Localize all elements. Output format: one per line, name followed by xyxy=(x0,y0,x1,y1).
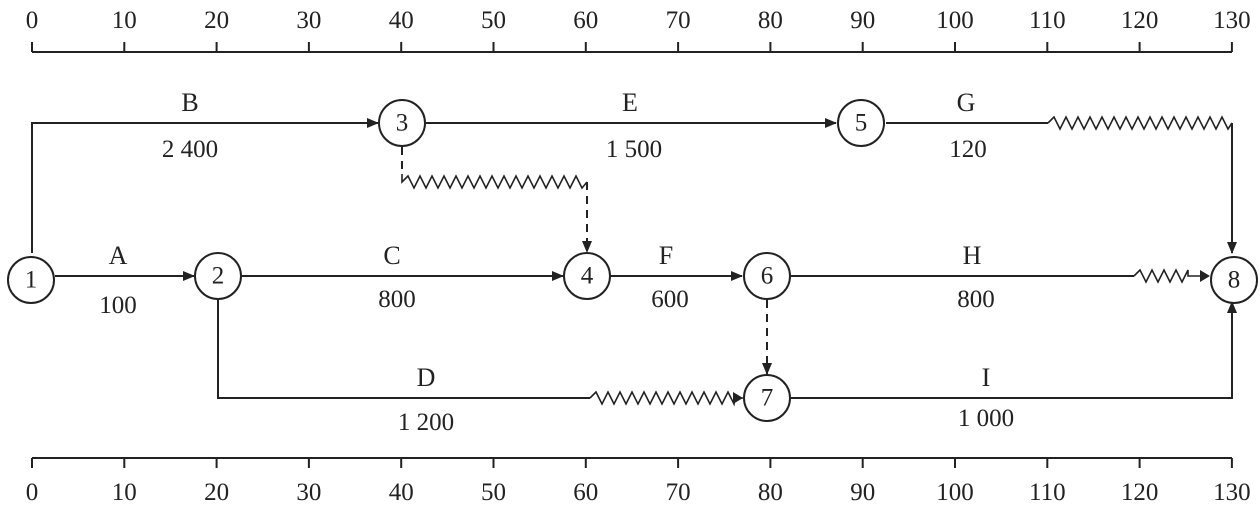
top-axis-tick-label: 20 xyxy=(204,7,229,34)
activity-arrowhead-h xyxy=(1200,270,1210,282)
dummy-3-4-float xyxy=(401,174,588,190)
node-2: 2 xyxy=(194,252,242,300)
activity-value-g: 120 xyxy=(949,136,987,163)
activity-name-b: B xyxy=(181,88,198,117)
activity-value-d: 1 200 xyxy=(398,409,454,436)
node-label-5: 5 xyxy=(855,110,868,137)
node-label-8: 8 xyxy=(1228,267,1241,294)
node-4: 4 xyxy=(563,252,611,300)
node-label-3: 3 xyxy=(396,110,409,137)
node-5: 5 xyxy=(837,99,885,147)
top-axis-tick-label: 0 xyxy=(26,7,39,34)
node-8: 8 xyxy=(1210,256,1258,304)
top-axis-tick-label: 30 xyxy=(296,7,321,34)
activity-name-c: C xyxy=(383,241,400,270)
activity-float-d xyxy=(589,390,743,407)
bottom-axis-tick-label: 120 xyxy=(1121,479,1159,506)
bottom-axis-tick-label: 20 xyxy=(204,479,229,506)
top-axis-tick-label: 10 xyxy=(112,7,137,34)
bottom-axis-tick-label: 130 xyxy=(1213,479,1251,506)
top-axis-tick-label: 40 xyxy=(389,7,414,34)
bottom-time-scale: 0 10 20 30 40 50 60 70 80 90 100 110 120 130 xyxy=(26,457,1251,506)
bottom-axis-tick-label: 70 xyxy=(666,479,691,506)
bottom-axis-tick-label: 100 xyxy=(936,479,974,506)
activity-arrow-b xyxy=(31,118,379,253)
node-label-7: 7 xyxy=(761,385,774,412)
top-axis-tick-label: 130 xyxy=(1213,7,1251,34)
activity-name-d: D xyxy=(417,363,436,392)
activity-name-g: G xyxy=(957,88,976,117)
activity-name-i: I xyxy=(982,363,991,392)
top-time-scale: 0 10 20 30 40 50 60 70 80 90 100 110 120 130 xyxy=(26,7,1251,53)
activity-value-e: 1 500 xyxy=(606,136,662,163)
bottom-axis-tick-label: 80 xyxy=(758,479,783,506)
bottom-axis-tick-label: 110 xyxy=(1029,479,1066,506)
bottom-axis-tick-label: 0 xyxy=(26,479,39,506)
activity-arrowhead-d xyxy=(733,392,743,404)
activity-value-i: 1 000 xyxy=(958,405,1014,432)
activity-name-f: F xyxy=(659,241,673,270)
bottom-axis-tick-label: 90 xyxy=(850,479,875,506)
bottom-axis-tick-label: 30 xyxy=(296,479,321,506)
activity-arrow-i xyxy=(791,301,1237,399)
bottom-axis-tick-label: 60 xyxy=(573,479,598,506)
activity-value-f: 600 xyxy=(651,286,689,313)
top-axis-tick-label: 100 xyxy=(936,7,974,34)
node-6: 6 xyxy=(743,252,791,300)
activity-value-a: 100 xyxy=(99,292,137,319)
bottom-axis-tick-label: 50 xyxy=(481,479,506,506)
activity-arrow-d xyxy=(217,300,590,399)
node-3: 3 xyxy=(378,99,426,147)
node-label-1: 1 xyxy=(25,267,38,294)
top-axis-tick-label: 50 xyxy=(481,7,506,34)
node-label-4: 4 xyxy=(581,263,594,290)
bottom-axis-tick-label: 10 xyxy=(112,479,137,506)
node-label-2: 2 xyxy=(212,263,225,290)
activity-value-c: 800 xyxy=(378,286,416,313)
bottom-axis-tick-label: 40 xyxy=(389,479,414,506)
activity-value-h: 800 xyxy=(957,286,995,313)
activity-value-b: 2 400 xyxy=(162,136,218,163)
node-label-6: 6 xyxy=(761,263,774,290)
top-axis-tick-label: 120 xyxy=(1121,7,1159,34)
top-axis-tick-label: 110 xyxy=(1029,7,1066,34)
node-1: 1 xyxy=(7,256,55,304)
top-axis-tick-label: 90 xyxy=(850,7,875,34)
top-axis-tick-label: 80 xyxy=(758,7,783,34)
node-7: 7 xyxy=(743,374,791,422)
top-axis-tick-label: 60 xyxy=(573,7,598,34)
activity-float-h xyxy=(1133,268,1208,284)
top-axis-tick-label: 70 xyxy=(666,7,691,34)
activity-float-g xyxy=(1047,115,1233,131)
activity-name-a: A xyxy=(109,241,128,270)
activity-name-h: H xyxy=(963,241,982,270)
activity-name-e: E xyxy=(622,88,638,117)
